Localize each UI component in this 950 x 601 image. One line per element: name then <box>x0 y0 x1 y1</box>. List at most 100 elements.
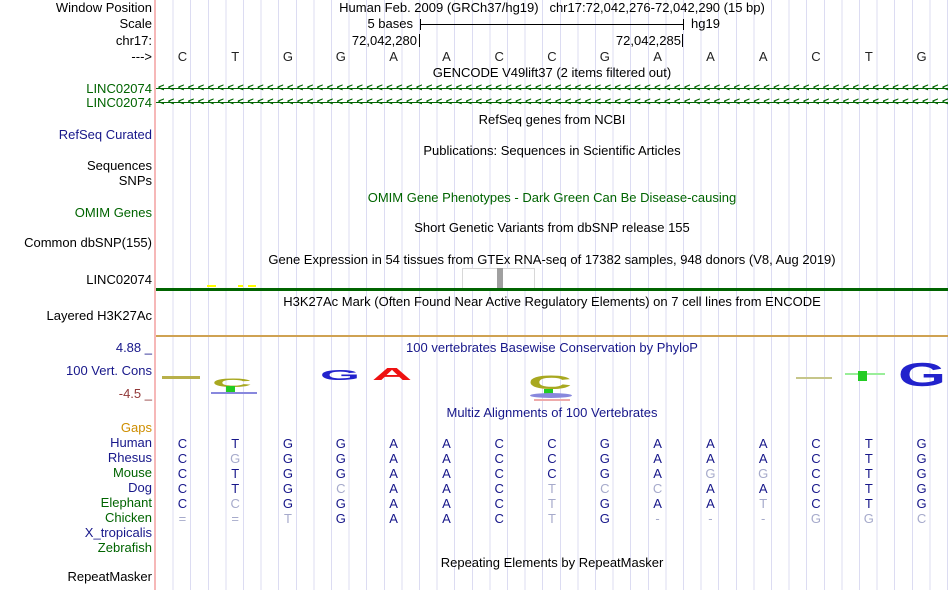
alignment-base: G <box>282 436 294 451</box>
ruler-base: G <box>599 49 610 64</box>
alignment-base: T <box>864 481 873 496</box>
assembly-name: Human Feb. 2009 (GRCh37/hg19) <box>339 0 539 15</box>
alignment-base: A <box>653 466 662 481</box>
alignment-base: G <box>599 496 610 511</box>
alignment-base: G <box>599 436 610 451</box>
species-label-chicken[interactable]: Chicken <box>105 510 152 525</box>
ruler-base: C <box>494 49 504 64</box>
alignment-base: C <box>916 511 927 526</box>
track-title-repeatmasker[interactable]: Repeating Elements by RepeatMasker <box>440 555 664 570</box>
species-label-zebrafish[interactable]: Zebrafish <box>97 540 152 555</box>
scale-bar-left-tick <box>420 19 421 30</box>
gene-label-linc02074-2[interactable]: LINC02074 <box>86 95 152 110</box>
species-label-mouse[interactable]: Mouse <box>112 465 152 480</box>
alignment-base: T <box>231 436 240 451</box>
alignment-base: C <box>494 436 504 451</box>
species-label-elephant[interactable]: Elephant <box>100 495 152 510</box>
gtex-gene-bar[interactable] <box>156 288 948 291</box>
h3k27ac-baseline <box>156 335 948 337</box>
track-label-sequences[interactable]: Sequences <box>86 158 152 173</box>
alignment-base: G <box>335 451 346 466</box>
alignment-base: G <box>916 481 927 496</box>
alignment-base: C <box>177 436 188 451</box>
track-label-dbsnp[interactable]: Common dbSNP(155) <box>24 235 152 250</box>
alignment-base: G <box>863 511 874 526</box>
species-label-dog[interactable]: Dog <box>128 480 152 495</box>
track-title-multiz[interactable]: Multiz Alignments of 100 Vertebrates <box>446 405 658 420</box>
ruler-base: C <box>177 49 188 64</box>
alignment-base: A <box>442 451 451 466</box>
ruler-base: G <box>335 49 346 64</box>
scale-bar-line <box>420 24 684 25</box>
track-label-h3k27ac[interactable]: Layered H3K27Ac <box>46 308 152 323</box>
alignment-base: G <box>758 466 769 481</box>
gene-model-linc02074-1[interactable]: <<<<<<<<<<<<<<<<<<<<<<<<<<<<<<<<<<<<<<<<… <box>156 82 948 95</box>
alignment-base: T <box>864 466 873 481</box>
ruler-base: A <box>706 49 715 64</box>
alignment-base: A <box>706 496 715 511</box>
track-label-omim-genes[interactable]: OMIM Genes <box>74 205 152 220</box>
gene-label-gtex-linc02074[interactable]: LINC02074 <box>86 272 152 287</box>
phylop-max-value: 4.88 _ <box>115 340 152 355</box>
species-label-human[interactable]: Human <box>110 435 152 450</box>
track-label-snps[interactable]: SNPs <box>118 173 152 188</box>
alignment-base: - <box>655 511 660 526</box>
alignment-base: G <box>282 496 294 511</box>
alignment-base: - <box>708 511 713 526</box>
track-label-repeatmasker[interactable]: RepeatMasker <box>67 569 152 584</box>
track-title-gtex[interactable]: Gene Expression in 54 tissues from GTEx … <box>268 252 836 267</box>
gene-label-linc02074-1[interactable]: LINC02074 <box>86 81 152 96</box>
track-title-gencode[interactable]: GENCODE V49lift37 (2 items filtered out) <box>432 65 672 80</box>
alignment-base: C <box>230 496 240 511</box>
coord-left: 72,042,280 <box>351 33 417 48</box>
alignment-base: C <box>811 436 821 451</box>
scale-bases-label: 5 bases <box>367 16 413 31</box>
alignment-base: T <box>864 496 873 511</box>
gtex-expression-bar[interactable] <box>497 268 503 288</box>
alignment-base: T <box>864 436 873 451</box>
alignment-base: G <box>705 466 716 481</box>
alignment-base: C <box>547 451 557 466</box>
alignment-base: C <box>494 496 504 511</box>
track-title-publications[interactable]: Publications: Sequences in Scientific Ar… <box>423 143 681 158</box>
position-range: chr17:72,042,276-72,042,290 (15 bp) <box>549 0 765 15</box>
alignment-base: C <box>177 481 188 496</box>
alignment-base: G <box>335 436 346 451</box>
species-label-gaps[interactable]: Gaps <box>120 420 152 435</box>
alignment-base: C <box>547 466 557 481</box>
alignment-base: G <box>335 496 346 511</box>
alignment-base: A <box>389 481 398 496</box>
alignment-base: G <box>282 466 294 481</box>
track-label-refseq-curated[interactable]: RefSeq Curated <box>58 127 152 142</box>
alignment-base: A <box>389 436 398 451</box>
species-label-rhesus[interactable]: Rhesus <box>107 450 152 465</box>
track-title-dbsnp[interactable]: Short Genetic Variants from dbSNP releas… <box>414 220 690 235</box>
alignment-base: T <box>231 466 240 481</box>
track-title-phylop[interactable]: 100 vertebrates Basewise Conservation by… <box>406 340 698 355</box>
alignment-base: C <box>494 481 504 496</box>
track-title-refseq[interactable]: RefSeq genes from NCBI <box>478 112 626 127</box>
species-label-x_tropicalis[interactable]: X_tropicalis <box>84 525 152 540</box>
gene-line <box>156 102 948 103</box>
ruler-base: T <box>864 49 873 64</box>
alignment-base: A <box>653 496 662 511</box>
alignment-base: C <box>177 451 188 466</box>
track-title-h3k27ac[interactable]: H3K27Ac Mark (Often Found Near Active Re… <box>283 294 821 309</box>
track-label-phylop[interactable]: 100 Vert. Cons <box>66 363 152 378</box>
alignment-base: A <box>706 436 715 451</box>
alignment-base: T <box>548 496 556 511</box>
gtex-tick-yellow-3 <box>248 285 256 287</box>
alignment-base: C <box>177 496 188 511</box>
gtex-tick-yellow-1 <box>207 285 216 287</box>
gene-model-linc02074-2[interactable]: <<<<<<<<<<<<<<<<<<<<<<<<<<<<<<<<<<<<<<<<… <box>156 96 948 109</box>
track-title-omim[interactable]: OMIM Gene Phenotypes - Dark Green Can Be… <box>367 190 737 205</box>
alignment-base: C <box>494 466 504 481</box>
alignment-base: G <box>916 466 927 481</box>
alignment-base: G <box>599 511 610 526</box>
alignment-base: A <box>442 496 451 511</box>
alignment-base: C <box>811 496 821 511</box>
